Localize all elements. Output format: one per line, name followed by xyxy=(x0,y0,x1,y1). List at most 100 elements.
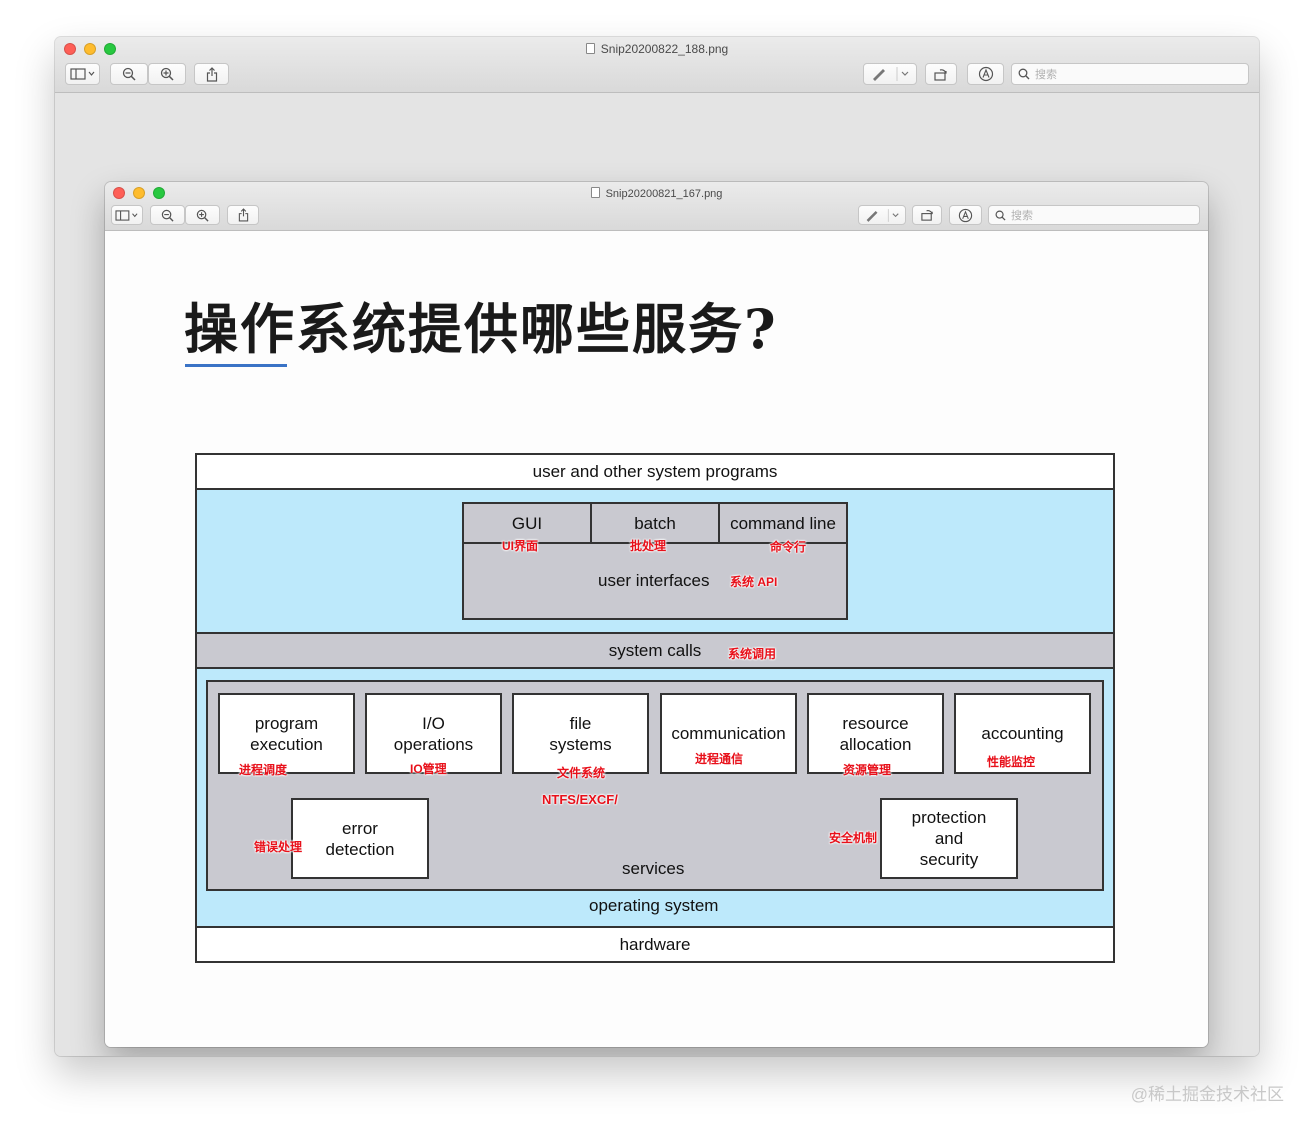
service-resource-allocation: resource allocation xyxy=(807,693,944,774)
note-file-systems: 文件系统 xyxy=(557,766,606,780)
service-error-detection: error detection xyxy=(291,798,429,879)
system-calls-layer: system calls xyxy=(195,632,1115,669)
pen-icon xyxy=(873,67,909,81)
service-communication: communication xyxy=(660,693,797,774)
minimize-button[interactable] xyxy=(84,43,96,55)
outer-traffic-lights xyxy=(64,43,116,55)
note-security: 安全机制 xyxy=(829,831,878,845)
inner-search-placeholder: 搜索 xyxy=(1011,210,1033,222)
note-error: 错误处理 xyxy=(254,840,303,854)
share-button[interactable] xyxy=(194,63,229,85)
inner-zoom-out-button[interactable] xyxy=(150,205,185,225)
service-accounting: accounting xyxy=(954,693,1091,774)
note-command-line: 命令行 xyxy=(770,540,807,554)
inner-close-button[interactable] xyxy=(113,187,125,199)
rotate-button[interactable] xyxy=(925,63,957,85)
zoom-in-icon xyxy=(160,67,174,81)
close-button[interactable] xyxy=(64,43,76,55)
service-line: operations xyxy=(393,734,474,754)
file-icon xyxy=(585,43,595,54)
os-services-diagram: user and other system programs GUI batch… xyxy=(195,453,1115,963)
note-program-execution: 进程调度 xyxy=(239,763,288,777)
service-line: and xyxy=(934,829,964,848)
hardware-label: hardware xyxy=(619,934,691,954)
inner-zoom-button[interactable] xyxy=(153,187,165,199)
inner-zoom-out-icon xyxy=(161,209,174,222)
inner-traffic-lights xyxy=(113,187,165,199)
outer-window-title: Snip20200822_188.png xyxy=(55,42,1259,56)
outer-search-placeholder: 搜索 xyxy=(1035,69,1057,81)
ui-command-line-label: command line xyxy=(730,513,836,533)
service-line: detection xyxy=(325,839,395,859)
inner-file-icon xyxy=(590,187,600,198)
inner-zoom-in-button[interactable] xyxy=(185,205,220,225)
title-underline xyxy=(185,364,287,367)
service-line: accounting xyxy=(981,724,1064,743)
outer-window-title-text: Snip20200822_188.png xyxy=(600,42,729,56)
inner-share-icon xyxy=(238,208,248,222)
outer-content-area: Snip20200821_167.png xyxy=(55,93,1259,1056)
service-line: I/O xyxy=(422,713,445,733)
note-batch: 批处理 xyxy=(630,539,667,553)
service-line: protection xyxy=(911,808,987,827)
inner-pen-icon xyxy=(866,208,899,222)
service-line: file xyxy=(569,713,592,733)
user-programs-layer: user and other system programs xyxy=(195,453,1115,490)
note-communication: 进程通信 xyxy=(695,752,744,766)
inner-rotate-button[interactable] xyxy=(912,205,942,225)
inner-zoom-in-icon xyxy=(196,209,209,222)
note-system-api: 系统 API xyxy=(730,575,778,589)
inner-markup-pen-button[interactable] xyxy=(858,205,906,225)
note-accounting: 性能监控 xyxy=(987,755,1036,769)
inner-sidebar-icon xyxy=(115,209,138,221)
ui-batch-label: batch xyxy=(634,513,676,533)
inner-preview-window: Snip20200821_167.png xyxy=(105,182,1208,1047)
service-line: resource xyxy=(842,713,909,733)
markup-icon xyxy=(978,66,993,82)
inner-search-field[interactable]: 搜索 xyxy=(988,205,1200,225)
ui-gui-box: GUI xyxy=(462,502,592,544)
service-line: program xyxy=(254,713,319,733)
service-program-execution: program execution xyxy=(218,693,355,774)
inner-window-title: Snip20200821_167.png xyxy=(105,187,1208,200)
inner-sidebar-toggle-button[interactable] xyxy=(111,205,143,225)
inner-share-button[interactable] xyxy=(227,205,259,225)
inner-rotate-icon xyxy=(920,210,933,221)
sidebar-icon xyxy=(69,68,94,80)
inner-titlebar: Snip20200821_167.png xyxy=(105,182,1208,231)
share-icon xyxy=(206,66,217,82)
system-calls-label: system calls xyxy=(608,640,702,660)
outer-search-field[interactable]: 搜索 xyxy=(1011,63,1249,85)
slide-canvas: 操作系统提供哪些服务? user and other system progra… xyxy=(105,231,1208,1047)
inner-markup-toolbar-button[interactable] xyxy=(949,205,982,225)
rotate-icon xyxy=(934,68,947,81)
sidebar-toggle-button[interactable] xyxy=(65,63,100,85)
markup-toolbar-button[interactable] xyxy=(967,63,1004,85)
user-programs-label: user and other system programs xyxy=(532,461,778,481)
service-line: security xyxy=(919,850,979,869)
services-label: services xyxy=(622,859,685,878)
zoom-out-button[interactable] xyxy=(110,63,148,85)
zoom-out-icon xyxy=(122,67,136,81)
inner-search-icon xyxy=(995,210,1006,221)
service-protection-security: protection and security xyxy=(880,798,1018,879)
search-icon xyxy=(1018,68,1030,80)
user-interfaces-label: user interfaces xyxy=(598,571,710,590)
ui-command-line-box: command line xyxy=(718,502,848,544)
watermark: @稀土掘金技术社区 xyxy=(1130,1085,1284,1104)
operating-system-label: operating system xyxy=(589,896,719,915)
inner-minimize-button[interactable] xyxy=(133,187,145,199)
outer-titlebar: Snip20200822_188.png 搜索 xyxy=(55,37,1259,93)
note-system-calls: 系统调用 xyxy=(728,647,777,661)
service-file-systems: file systems xyxy=(512,693,649,774)
service-line: execution xyxy=(250,734,323,754)
slide-title: 操作系统提供哪些服务? xyxy=(184,297,778,361)
note-io: IO管理 xyxy=(410,762,447,776)
zoom-button[interactable] xyxy=(104,43,116,55)
hardware-layer: hardware xyxy=(195,926,1115,963)
markup-pen-button[interactable] xyxy=(863,63,917,85)
note-ui: UI界面 xyxy=(502,539,539,553)
service-line: allocation xyxy=(839,734,912,754)
zoom-in-button[interactable] xyxy=(148,63,186,85)
inner-markup-icon xyxy=(958,208,973,222)
